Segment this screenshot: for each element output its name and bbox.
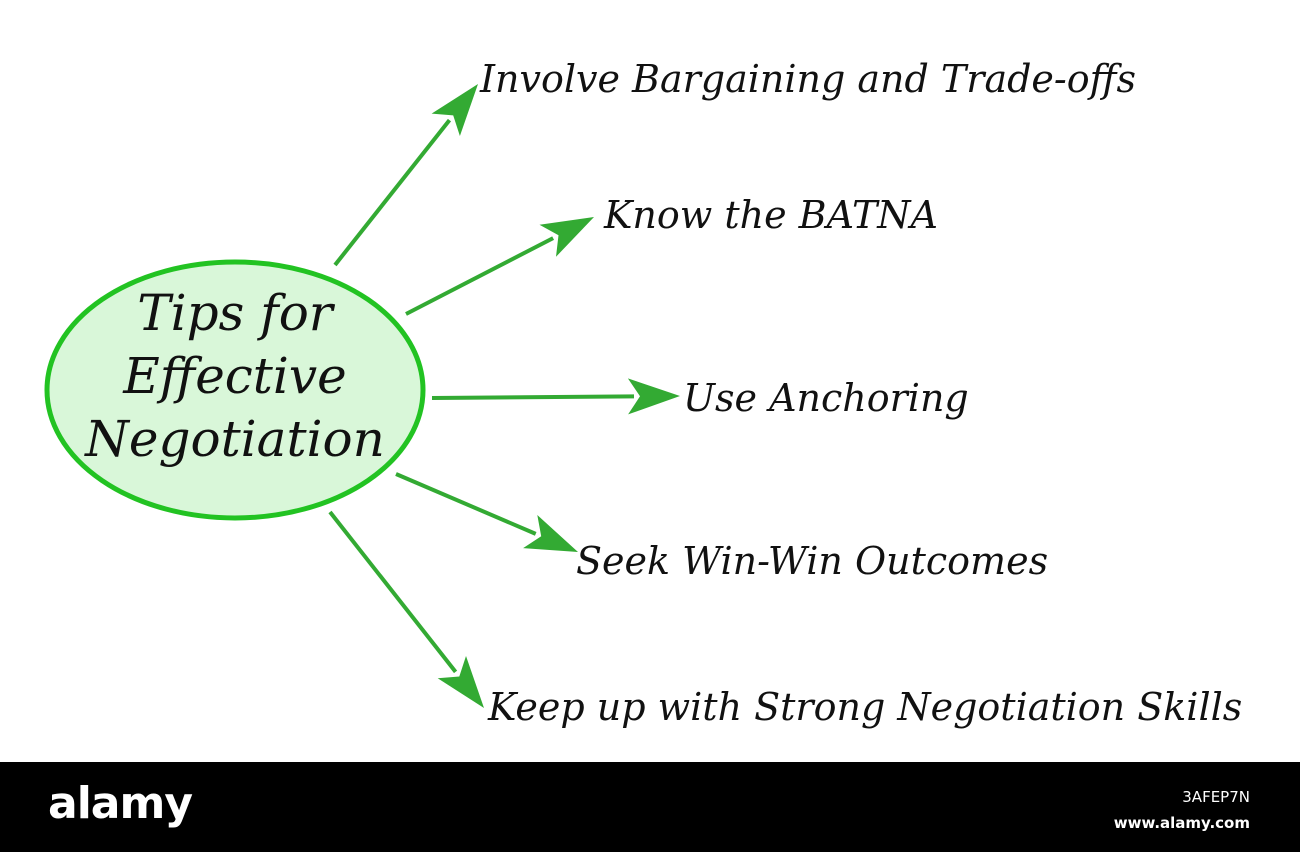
arrow-batna-head — [539, 217, 594, 257]
image-id: 3AFEP7N — [1182, 788, 1250, 806]
alamy-logo: alamy — [48, 778, 193, 829]
watermark-footer: alamy 3AFEP7N www.alamy.com — [0, 762, 1300, 852]
arrows-group — [328, 84, 680, 708]
arrow-anchoring-shaft — [431, 394, 635, 400]
center-label-line: Tips for — [137, 284, 333, 342]
arrow-win-win-shaft — [395, 472, 537, 536]
branch-label-bargaining: Involve Bargaining and Trade-offs — [480, 57, 1137, 101]
branch-label-anchoring: Use Anchoring — [683, 376, 969, 420]
arrow-bargaining-shaft — [333, 118, 452, 267]
branch-label-batna: Know the BATNA — [604, 193, 938, 237]
branch-label-win-win: Seek Win-Win Outcomes — [576, 539, 1049, 583]
center-label-line: Effective — [123, 347, 347, 405]
arrow-bargaining-head — [431, 84, 478, 136]
arrow-win-win-head — [523, 515, 578, 552]
center-label: Tips for Effective Negotiation — [60, 282, 410, 471]
center-label-line: Negotiation — [85, 410, 385, 468]
footer-url: www.alamy.com — [1113, 814, 1250, 832]
arrow-anchoring-head — [627, 378, 680, 415]
diagram-graphic — [44, 84, 680, 708]
arrow-batna-shaft — [405, 236, 555, 316]
arrow-skills-shaft — [328, 510, 458, 674]
branch-label-skills: Keep up with Strong Negotiation Skills — [488, 685, 1243, 729]
arrow-skills-head — [437, 656, 484, 708]
center-ellipse — [44, 259, 426, 521]
